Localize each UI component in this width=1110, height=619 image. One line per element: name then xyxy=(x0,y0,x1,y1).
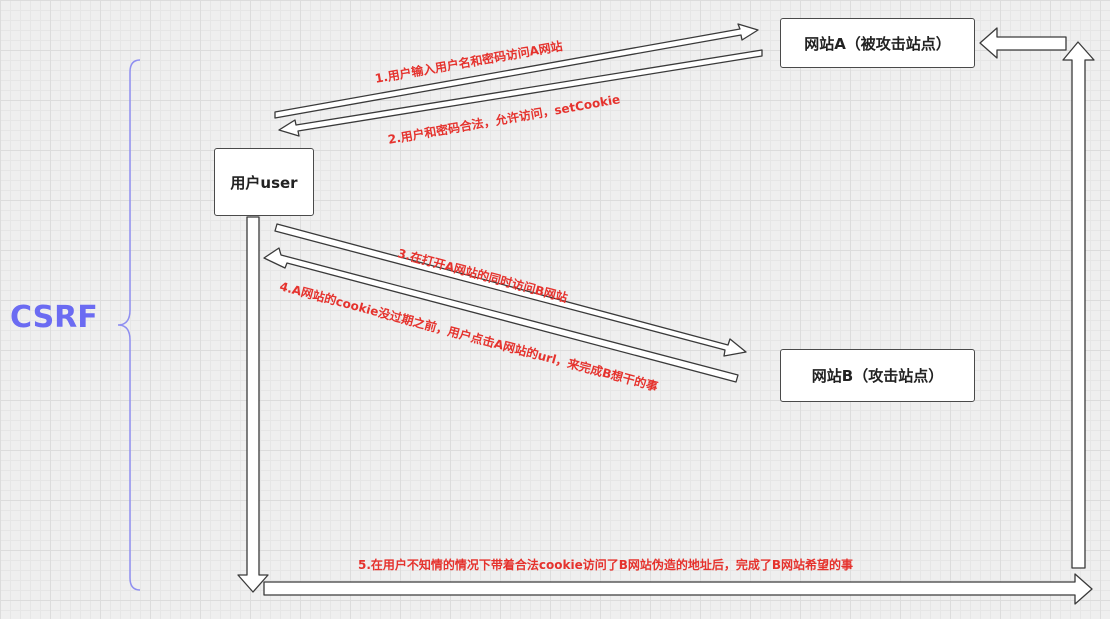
arrow-step1 xyxy=(274,23,759,119)
node-site-b: 网站B（攻击站点） xyxy=(780,349,975,402)
arrow-user-down xyxy=(237,216,269,593)
node-site-a: 网站A（被攻击站点） xyxy=(780,18,975,68)
arrow-step3 xyxy=(274,223,747,357)
node-site-b-label: 网站B（攻击站点） xyxy=(811,367,944,385)
arrow-bottom-right xyxy=(263,573,1093,605)
arrow-step4 xyxy=(263,247,739,383)
csrf-brace xyxy=(117,59,141,591)
diagram-title: CSRF xyxy=(10,300,98,335)
arrow-step2 xyxy=(278,49,763,137)
node-user: 用户user xyxy=(214,148,314,216)
node-user-label: 用户user xyxy=(230,173,298,192)
step5-label: 5.在用户不知情的情况下带着合法cookie访问了B网站伪造的地址后，完成了B网… xyxy=(358,558,854,572)
node-site-a-label: 网站A（被攻击站点） xyxy=(804,34,951,53)
arrow-top-to-site-a xyxy=(979,27,1067,59)
arrow-right-up xyxy=(1062,41,1095,569)
